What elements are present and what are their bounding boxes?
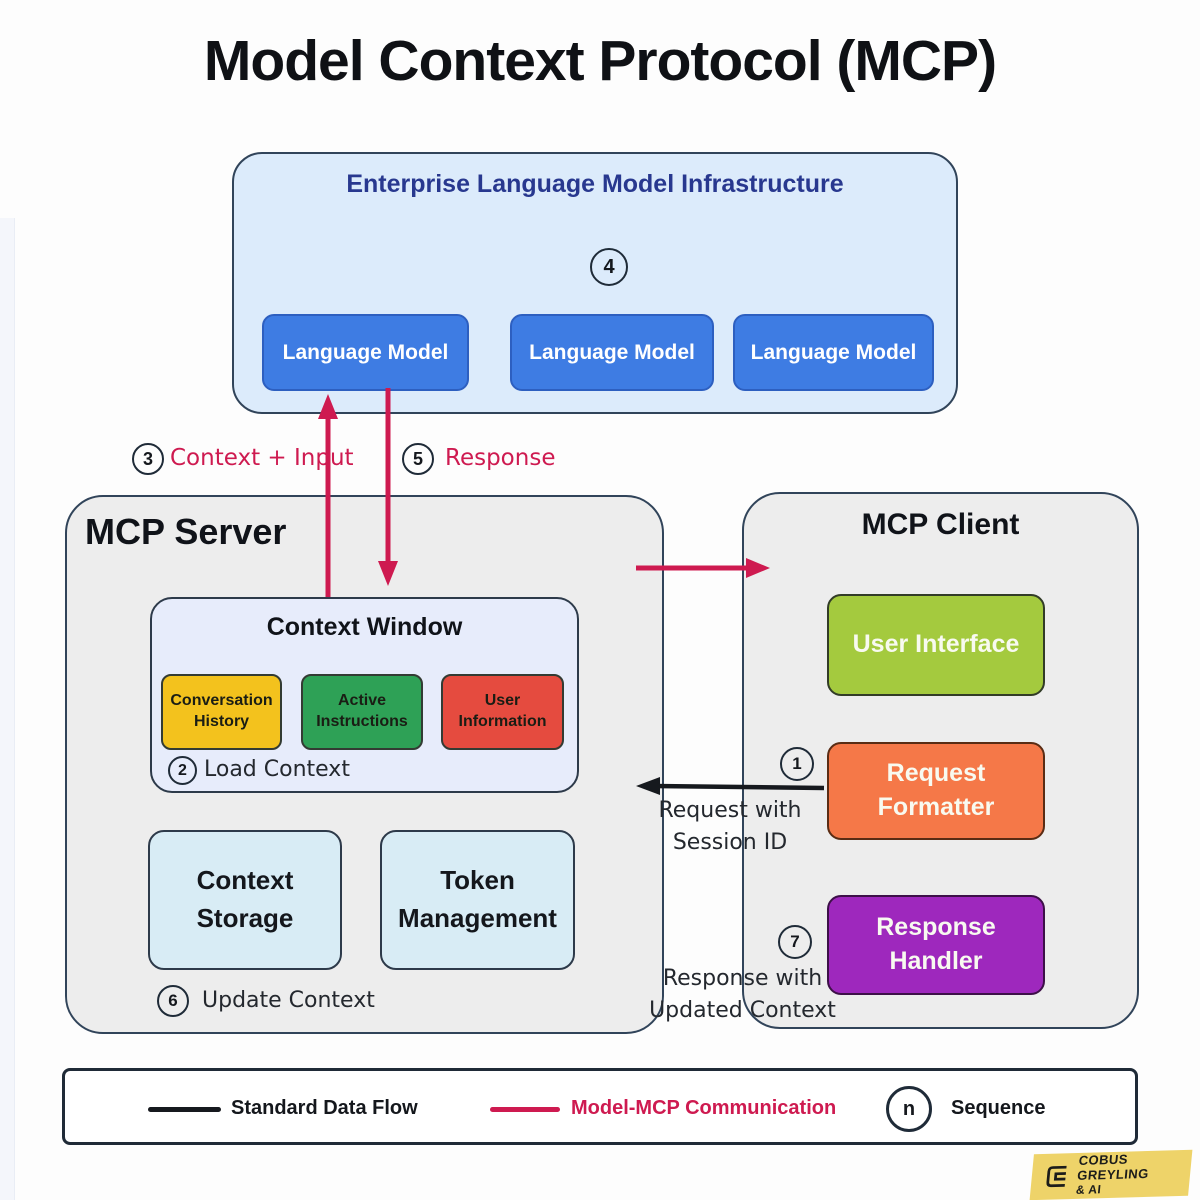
mcp-server-panel: MCP Server Context Window Conversation H… bbox=[65, 495, 664, 1034]
response-flow-label: Response bbox=[445, 445, 556, 471]
language-model-box-2: Language Model bbox=[510, 314, 714, 391]
user-information-chip: User Information bbox=[441, 674, 564, 750]
mcp-server-title: MCP Server bbox=[85, 511, 287, 552]
token-management-box: Token Management bbox=[380, 830, 575, 970]
active-instructions-chip: Active Instructions bbox=[301, 674, 423, 750]
user-interface-box: User Interface bbox=[827, 594, 1045, 696]
context-window-title: Context Window bbox=[266, 613, 463, 641]
mcp-client-title: MCP Client bbox=[861, 508, 1020, 541]
request-label-line-1: Request with bbox=[658, 798, 802, 823]
branding-suffix: & AI bbox=[1075, 1182, 1102, 1197]
enterprise-panel-title: Enterprise Language Model Infrastructure bbox=[346, 170, 844, 198]
legend-panel: Standard Data Flow Model-MCP Communicati… bbox=[62, 1068, 1138, 1145]
response-handler-box: Response Handler bbox=[827, 895, 1045, 995]
context-input-flow-label: Context + Input bbox=[170, 445, 354, 471]
enterprise-infrastructure-panel: Enterprise Language Model Infrastructure… bbox=[232, 152, 958, 414]
sequence-label: Sequence bbox=[951, 1097, 1046, 1119]
standard-data-flow-line-icon bbox=[148, 1107, 221, 1112]
sequence-badge-5: 5 bbox=[402, 443, 434, 475]
sequence-badge-7: 7 bbox=[778, 925, 812, 959]
model-mcp-communication-label: Model-MCP Communication bbox=[571, 1097, 837, 1119]
context-storage-box: Context Storage bbox=[148, 830, 342, 970]
load-context-label: Load Context bbox=[204, 757, 350, 782]
model-mcp-line-icon bbox=[490, 1107, 560, 1112]
request-with-session-id-label: Request with Session ID bbox=[640, 795, 820, 859]
sequence-badge-3: 3 bbox=[132, 443, 164, 475]
sequence-badge-4: 4 bbox=[590, 248, 628, 286]
mcp-client-panel: MCP Client User Interface 1 Request Form… bbox=[742, 492, 1139, 1029]
conversation-history-chip: Conversation History bbox=[161, 674, 282, 750]
language-model-box-3: Language Model bbox=[733, 314, 934, 391]
language-model-box-1: Language Model bbox=[262, 314, 469, 391]
update-context-label: Update Context bbox=[202, 988, 375, 1013]
sequence-badge-2: 2 bbox=[168, 756, 197, 785]
branding-badge: COBUS GREYLING & AI bbox=[1029, 1149, 1193, 1200]
page-edge-strip bbox=[0, 218, 15, 1200]
cobus-greyling-logo-icon bbox=[1046, 1165, 1067, 1188]
standard-data-flow-label: Standard Data Flow bbox=[231, 1097, 418, 1119]
sequence-badge-1: 1 bbox=[780, 747, 814, 781]
context-window-panel: Context Window Conversation History Acti… bbox=[150, 597, 579, 793]
page-title: Model Context Protocol (MCP) bbox=[203, 29, 997, 93]
response-label-line-1: Response with bbox=[662, 966, 823, 991]
request-label-line-2: Session ID bbox=[672, 830, 788, 855]
request-formatter-box: Request Formatter bbox=[827, 742, 1045, 840]
sequence-badge-6: 6 bbox=[157, 985, 189, 1017]
response-label-line-2: Updated Context bbox=[649, 998, 836, 1023]
response-with-updated-context-label: Response with Updated Context bbox=[645, 963, 840, 1027]
branding-text: COBUS GREYLING & AI bbox=[1075, 1151, 1192, 1198]
branding-name: COBUS GREYLING bbox=[1076, 1151, 1150, 1184]
sequence-badge-n: n bbox=[886, 1086, 932, 1132]
